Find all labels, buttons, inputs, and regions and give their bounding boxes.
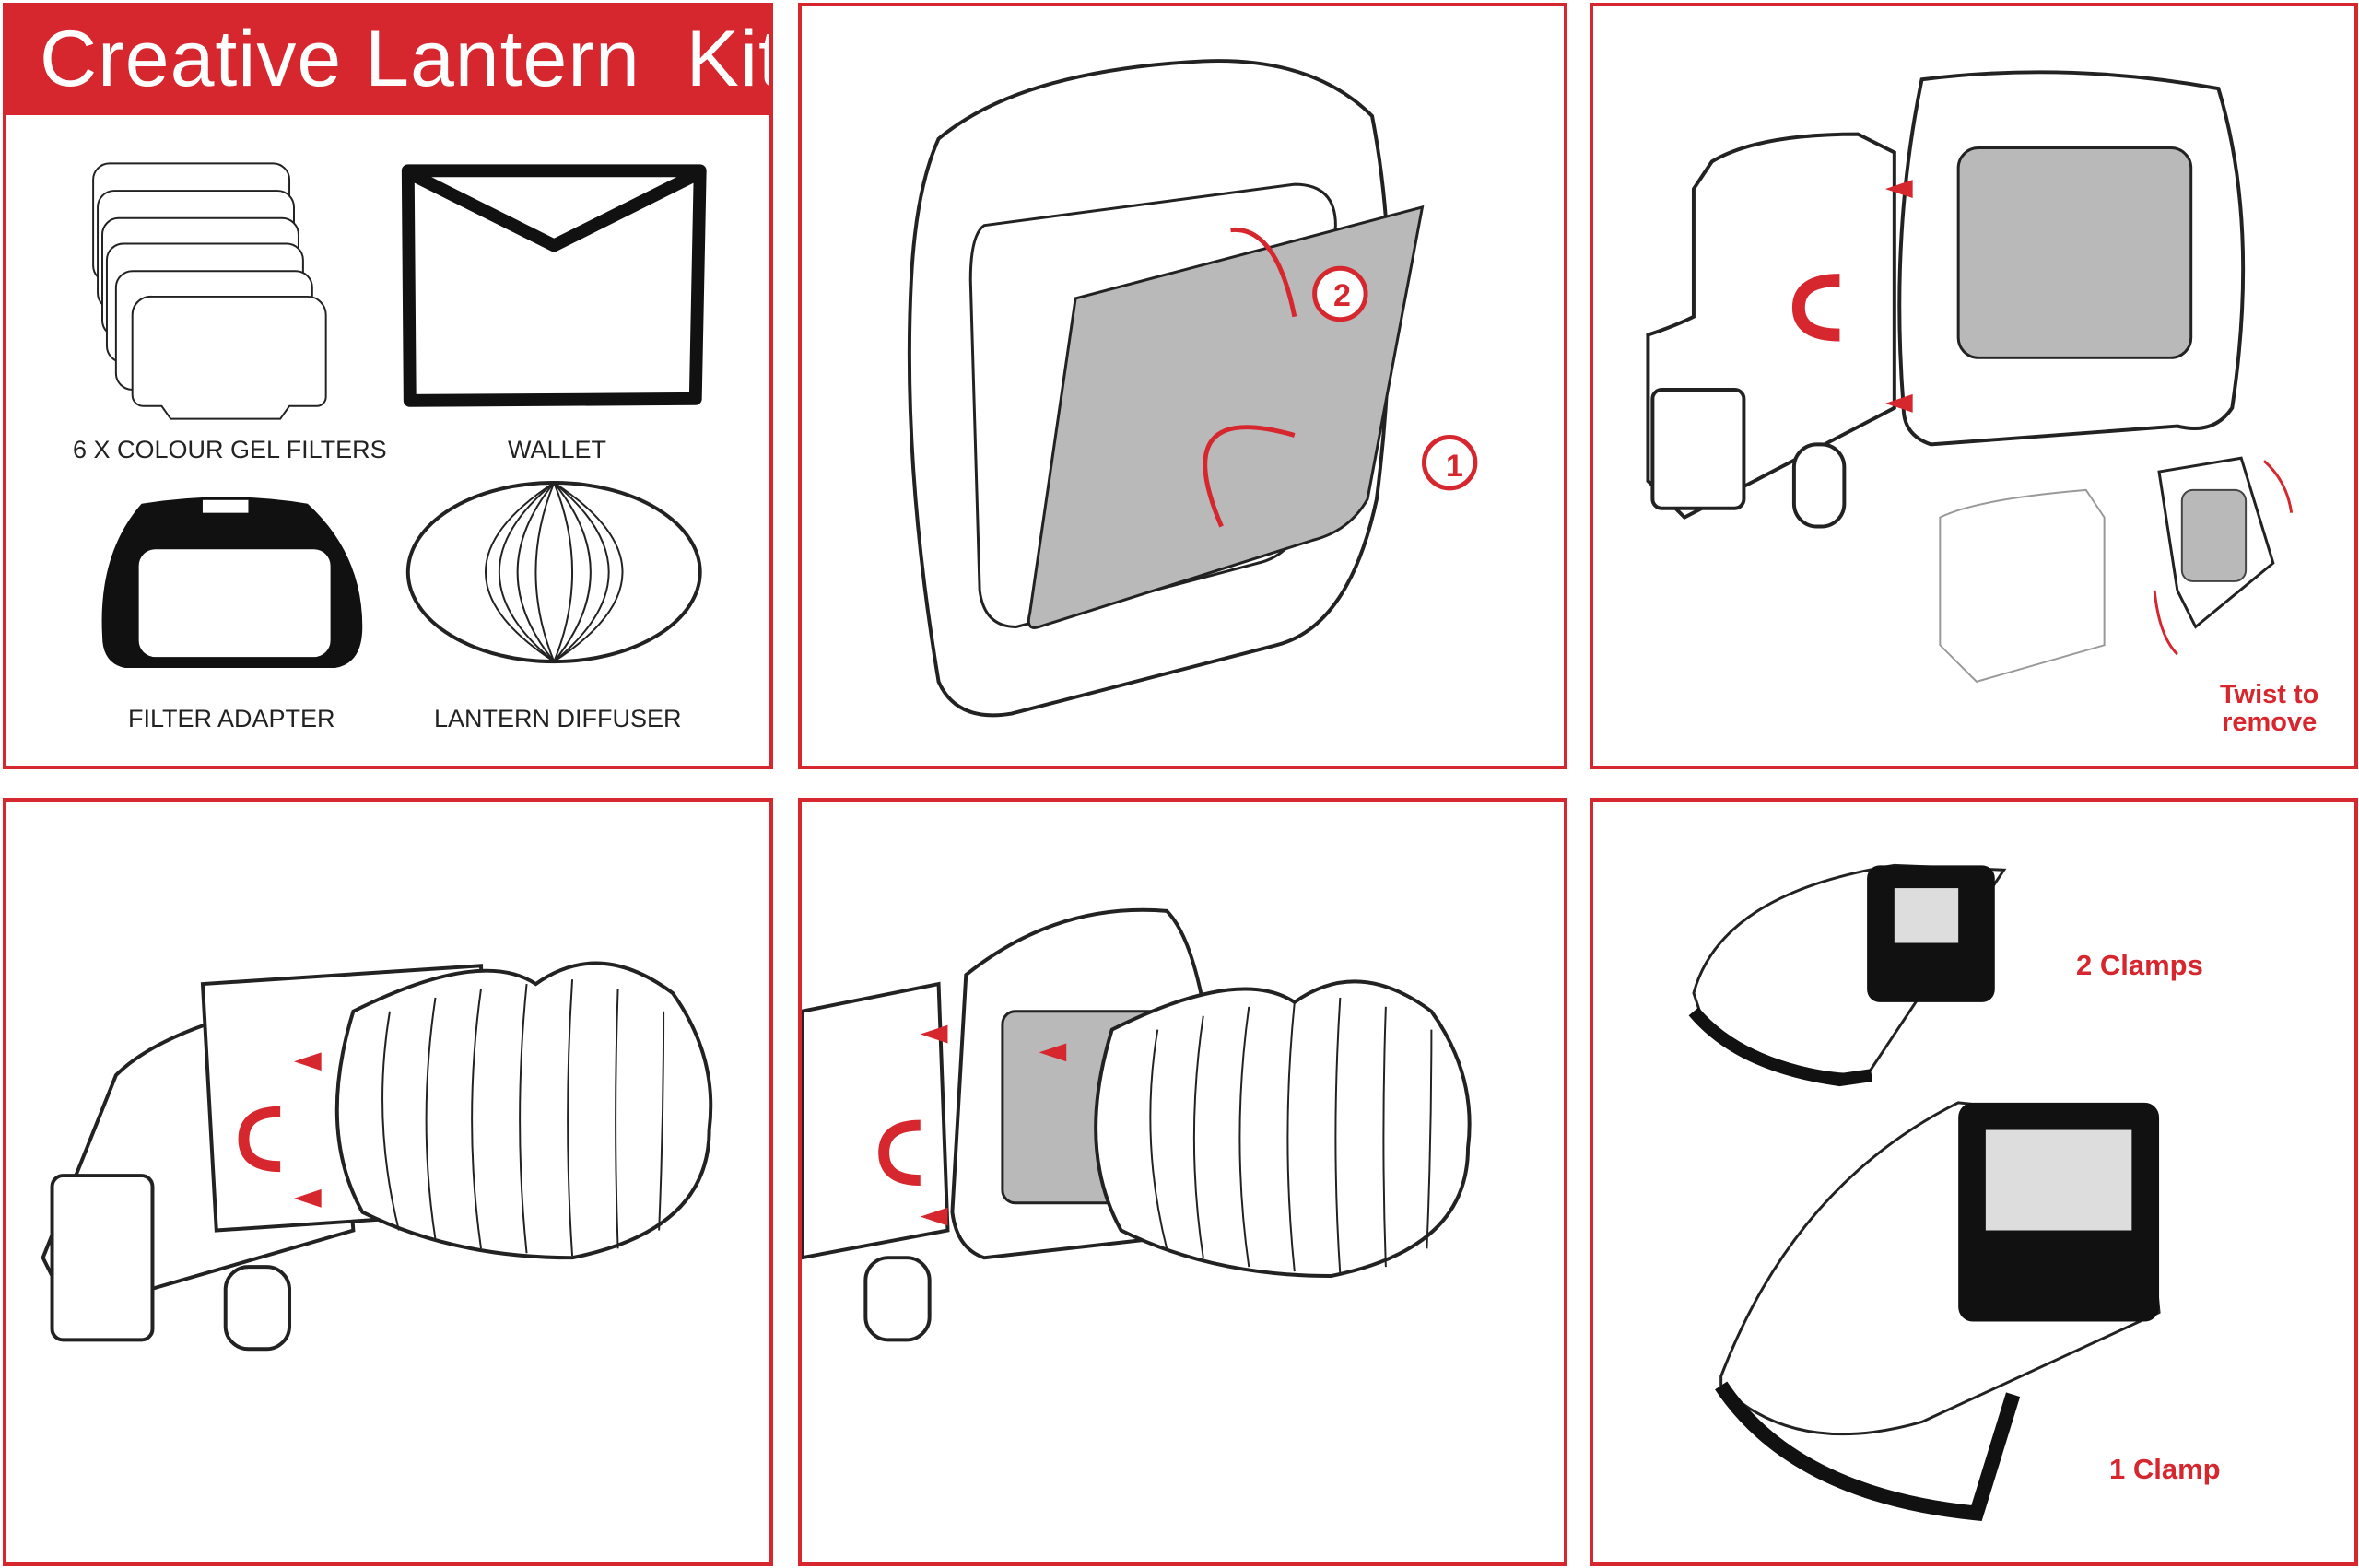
filter-adapter-icon [101,497,363,669]
clamps-illustration [1688,863,2161,1522]
filter-adapter-label: FILTER ADAPTER [128,705,335,732]
attach-arrows-icon [920,1024,1067,1226]
lantern-with-gel-panel [798,798,1567,1566]
two-clamps-icon [1688,863,2007,1087]
insert-arrows-icon [1203,228,1297,528]
step-1-badge [1421,434,1478,491]
two-clamps-label: 2 Clamps [2076,949,2203,981]
lantern-on-flash-illustration [41,961,713,1352]
kit-illustrations [92,162,707,669]
lantern-with-gel-illustration [802,907,1472,1342]
kit-title: Creative Lantern Kit [40,15,773,103]
lantern-diffuser-icon [1094,979,1472,1278]
one-clamp-icon [1715,1101,2161,1522]
lantern-diffuser-icon [405,481,702,664]
lantern-diffuser-icon [334,961,713,1260]
attach-arrows-icon [1884,180,1913,413]
magnet-icon [238,1106,281,1173]
wallet-label: WALLET [508,436,607,463]
lantern-on-flash-panel [3,798,773,1566]
step-2-badge [1312,265,1368,322]
title-bar: Creative Lantern Kit [6,6,769,115]
twist-arrows-icon [2153,460,2294,656]
lantern-diffuser-label: LANTERN DIFFUSER [434,705,682,732]
flash-unit-icon [1646,132,1896,529]
step-1-label: 1 [1446,449,1463,484]
attach-arrows-icon [293,1052,322,1208]
twist-flash-icon [1939,456,2275,683]
kit-contents-panel: Creative Lantern Kit [3,3,773,769]
twist-to-remove-label: Twist to remove [2220,681,2318,736]
gel-filters-label: 6 X COLOUR GEL FILTERS [73,436,387,463]
twist-line-2: remove [2222,708,2318,737]
step-2-label: 2 [1333,278,1351,313]
clamps-panel: 2 Clamps 1 Clamp [1590,798,2358,1566]
flash-unit-icon [802,981,950,1342]
attach-flash-panel: Twist to remove [1590,3,2358,769]
insert-gel-panel: 2 1 [798,3,1567,769]
one-clamp-label: 1 Clamp [2109,1453,2221,1485]
twist-line-1: Twist to [2220,680,2319,709]
gel-filters-icon [92,162,327,420]
magnet-icon [1791,274,1840,342]
magnet-icon [878,1119,921,1186]
attach-flash-illustration [1646,70,2294,683]
insert-gel-illustration [907,59,1478,718]
wallet-icon [401,164,707,407]
